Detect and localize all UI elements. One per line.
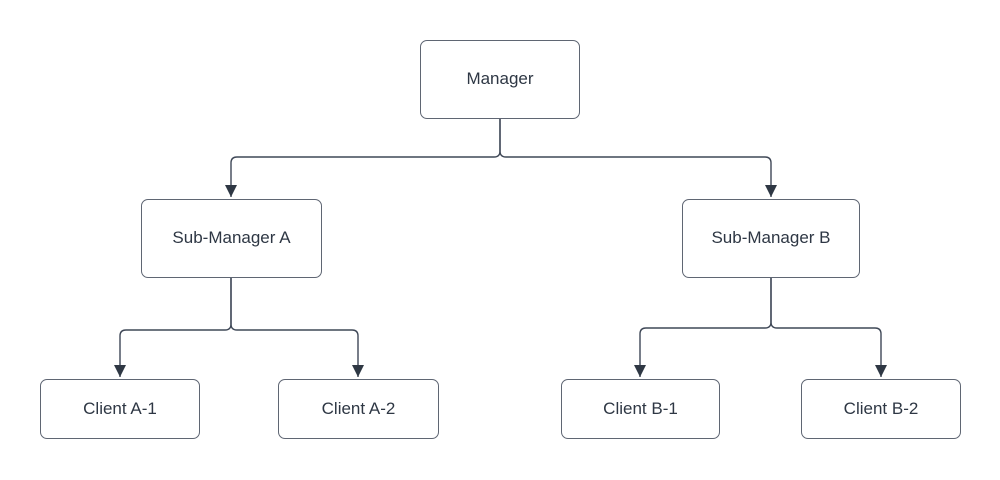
edge-sub-manager-b-to-client-b1 [634, 278, 772, 377]
edge-sub-manager-a-to-client-a2 [230, 278, 364, 377]
node-client-b1[interactable]: Client B-1 [561, 379, 720, 439]
edge-sub-manager-a-to-client-a1 [114, 278, 232, 377]
node-label: Manager [466, 69, 534, 89]
node-label: Client A-2 [321, 398, 396, 418]
node-sub-manager-a[interactable]: Sub-Manager A [141, 199, 322, 278]
node-label: Sub-Manager B [711, 228, 831, 248]
node-label: Sub-Manager A [172, 228, 291, 248]
node-manager[interactable]: Manager [420, 40, 580, 119]
node-client-a2[interactable]: Client A-2 [278, 379, 439, 439]
node-label: Client A-1 [83, 398, 157, 418]
edge-manager-to-sub-manager-b [499, 119, 777, 197]
node-sub-manager-b[interactable]: Sub-Manager B [682, 199, 860, 278]
node-client-a1[interactable]: Client A-1 [40, 379, 200, 439]
node-client-b2[interactable]: Client B-2 [801, 379, 961, 439]
node-label: Client B-1 [603, 398, 678, 418]
edge-sub-manager-b-to-client-b2 [770, 278, 887, 377]
edge-manager-to-sub-manager-a [225, 119, 501, 197]
node-label: Client B-2 [843, 398, 919, 418]
